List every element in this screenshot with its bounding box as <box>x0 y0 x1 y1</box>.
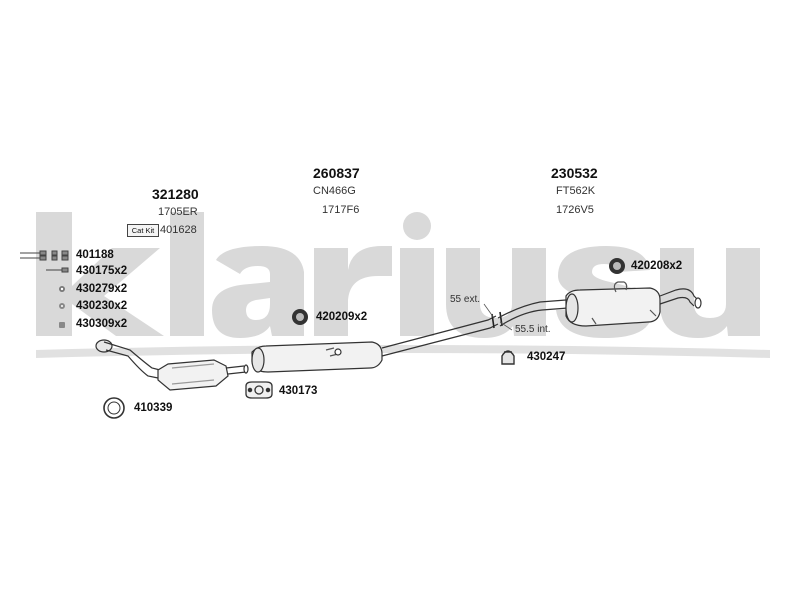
centre-box-code-1: CN466G <box>313 185 356 197</box>
flange-gasket-icon <box>245 381 273 399</box>
nut-icon <box>59 286 65 292</box>
rear-silencer <box>497 281 702 327</box>
fitting-label: 430175x2 <box>76 265 128 277</box>
ring-gasket-label: 410339 <box>134 402 173 414</box>
fitting-label: 430279x2 <box>76 283 128 295</box>
spring-icon <box>59 322 65 328</box>
clamp-label: 430247 <box>527 351 566 363</box>
rear-box-part-number: 230532 <box>551 165 598 181</box>
centre-box-part-number: 260837 <box>313 165 360 181</box>
flange-gasket-label: 430173 <box>279 385 318 397</box>
catalytic-converter <box>157 359 249 391</box>
joint-dim-external: 55 ext. <box>450 294 481 305</box>
clamp-icon <box>501 350 515 365</box>
front-downpipe <box>95 339 161 379</box>
fitting-label: 401188 <box>76 249 114 261</box>
rear-box-code-1: FT562K <box>556 185 596 197</box>
ring-gasket-icon <box>103 397 125 419</box>
rear-box-code-2: 1726V5 <box>556 204 594 216</box>
stud-icon <box>46 267 69 273</box>
rubber-mount-rear-label: 420208x2 <box>631 260 683 272</box>
bolt-icon <box>20 250 69 261</box>
rubber-mount-centre-label: 420209x2 <box>316 311 368 323</box>
cat-part-number: 321280 <box>152 186 199 202</box>
cat-code-1: 1705ER <box>158 206 198 218</box>
cat-kit-badge: Cat Kit <box>127 224 159 237</box>
joint-dim-internal: 55.5 int. <box>515 324 551 335</box>
washer-icon <box>59 303 65 309</box>
dim-leader-int <box>499 321 513 331</box>
fitting-label: 430309x2 <box>76 318 128 330</box>
cat-kit-part-number: 401628 <box>160 224 197 236</box>
centre-box-code-2: 1717F6 <box>322 204 360 216</box>
dim-leader-ext <box>483 303 495 319</box>
centre-silencer <box>251 311 503 373</box>
fitting-label: 430230x2 <box>76 300 128 312</box>
rubber-mount-rear-icon <box>609 258 625 274</box>
rubber-mount-centre-icon <box>292 309 308 325</box>
